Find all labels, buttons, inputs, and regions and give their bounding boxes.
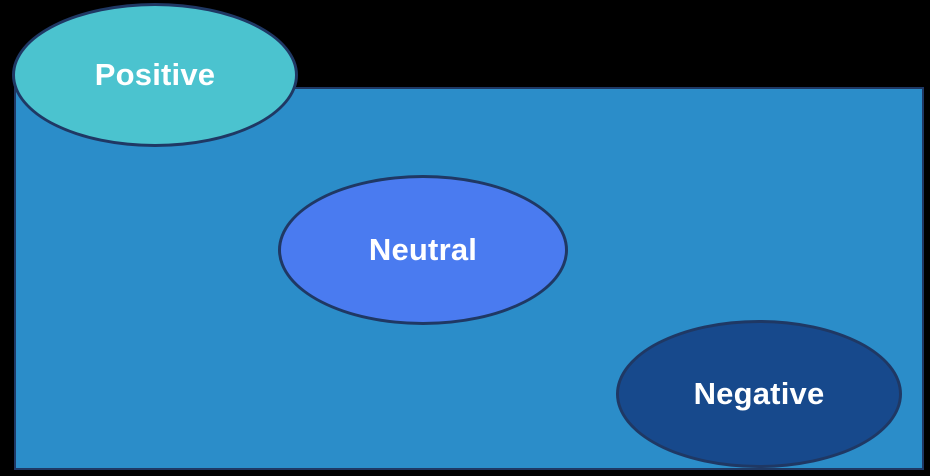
node-neutral: Neutral — [278, 175, 568, 325]
node-negative: Negative — [616, 320, 902, 468]
node-positive: Positive — [12, 3, 298, 147]
node-neutral-label: Neutral — [368, 232, 478, 267]
node-negative-label: Negative — [693, 376, 825, 411]
node-positive-label: Positive — [94, 57, 216, 92]
